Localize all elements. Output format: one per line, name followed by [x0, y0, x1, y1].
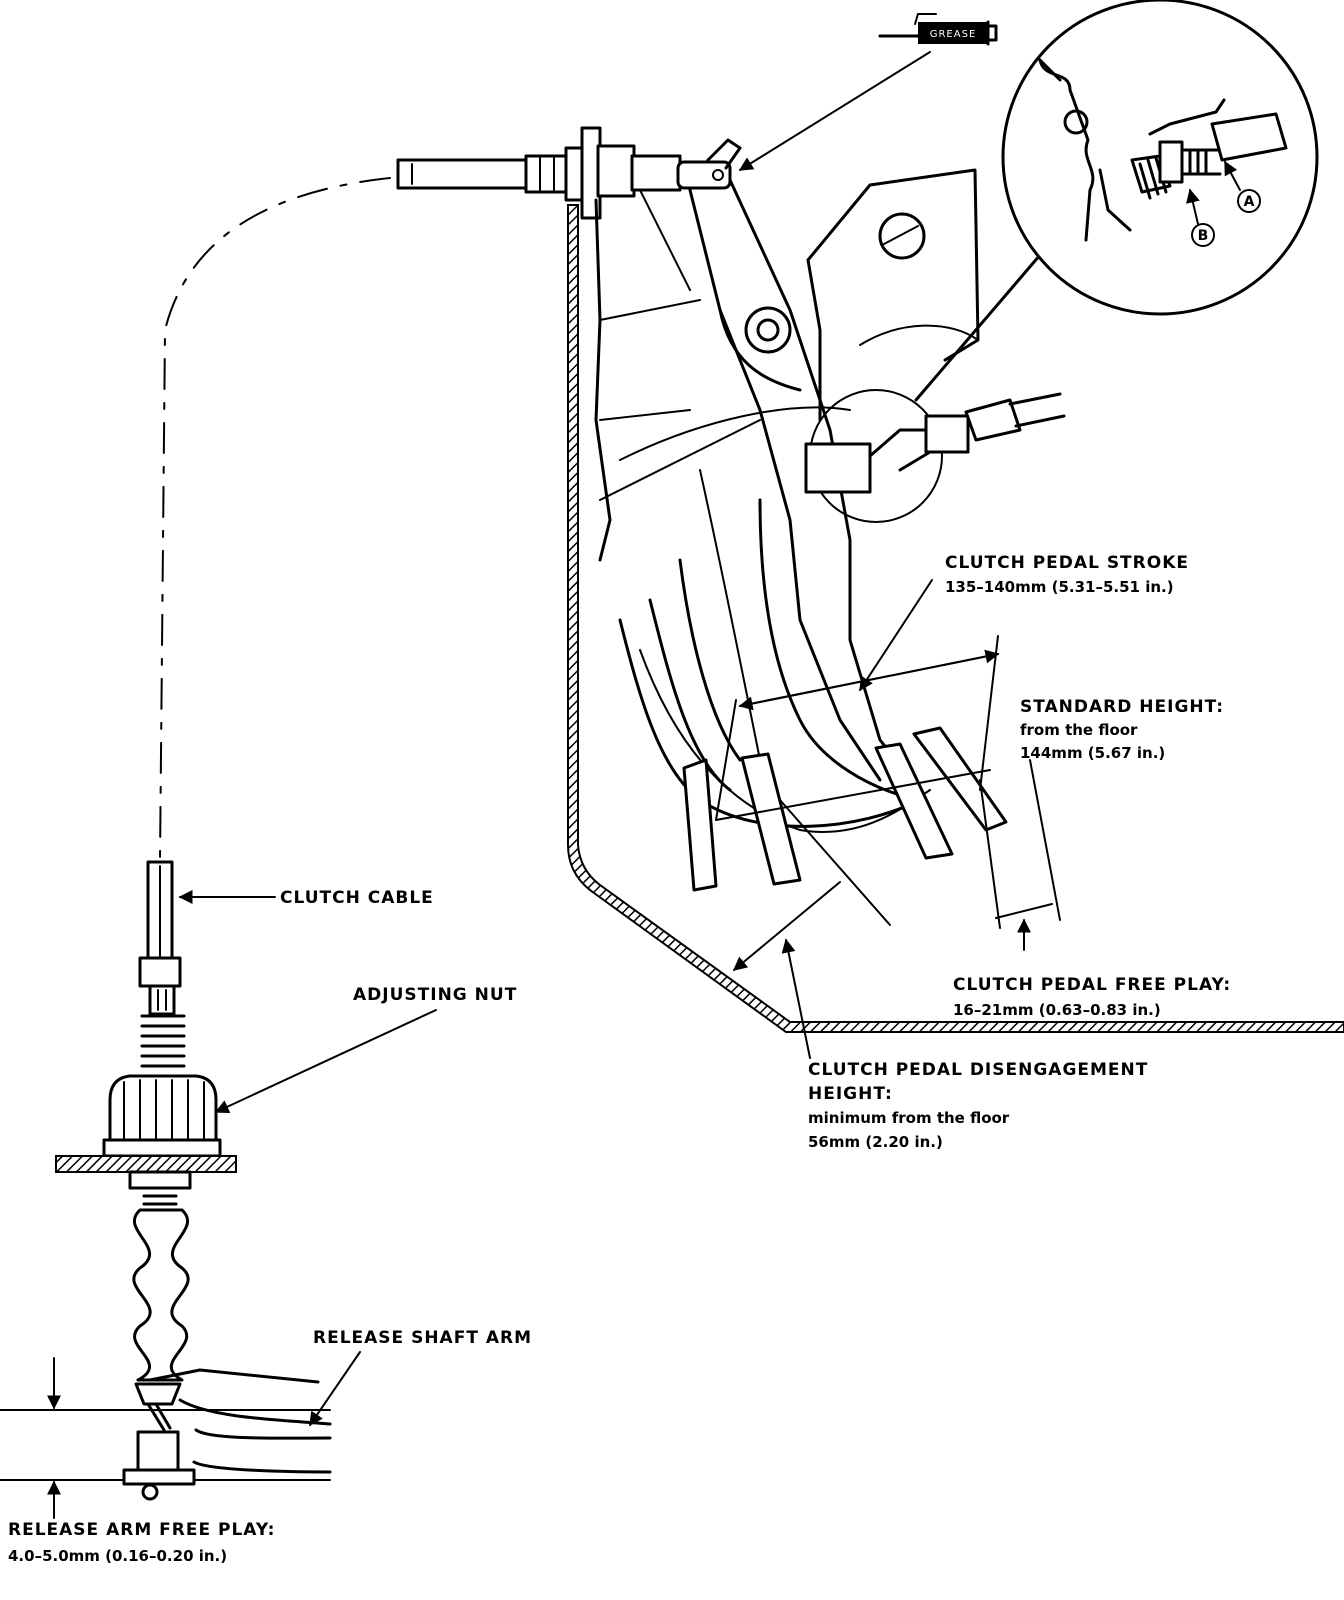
- callout-a: A: [1244, 194, 1255, 210]
- cable-firewall-end: [396, 126, 742, 220]
- grease-label: GREASE: [930, 29, 977, 40]
- pedal-free-play-title: CLUTCH PEDAL FREE PLAY:: [953, 975, 1231, 995]
- standard-height-value: 144mm (5.67 in.): [1020, 744, 1165, 762]
- release-shaft-arm-leader: [309, 1351, 361, 1427]
- disengagement-title-2: HEIGHT:: [808, 1084, 893, 1104]
- adjusting-nut-leader: [214, 1009, 437, 1114]
- adjusting-nut-label: ADJUSTING NUT: [353, 985, 517, 1005]
- pedal-free-play-value: 16–21mm (0.63–0.83 in.): [953, 1001, 1161, 1019]
- grease-tube: GREASE: [878, 13, 998, 46]
- switch-detail-inset: A B: [1001, 0, 1319, 316]
- callout-b: B: [1198, 228, 1209, 244]
- pedal-stroke-value: 135–140mm (5.31–5.51 in.): [945, 578, 1174, 596]
- release-arm-free-play-value: 4.0–5.0mm (0.16–0.20 in.): [8, 1547, 227, 1565]
- pedal-pads: [682, 726, 1008, 926]
- pedal-dimensions: [715, 579, 1061, 1059]
- disengagement-title-1: CLUTCH PEDAL DISENGAGEMENT: [808, 1060, 1148, 1080]
- callout-b-ring: [1191, 223, 1215, 247]
- pedal-stroke-title: CLUTCH PEDAL STROKE: [945, 553, 1189, 573]
- clutch-switch: [804, 253, 1066, 523]
- release-arm-free-play-title: RELEASE ARM FREE PLAY:: [8, 1520, 275, 1540]
- standard-height-line1: from the floor: [1020, 721, 1138, 739]
- cable-adjuster-assembly: [55, 860, 237, 1382]
- release-shaft-arm: [0, 1368, 332, 1501]
- release-shaft-arm-label: RELEASE SHAFT ARM: [313, 1328, 532, 1348]
- firewall-floor: [567, 204, 1344, 1033]
- cable-route: [159, 177, 391, 861]
- callout-a-ring: [1237, 189, 1261, 213]
- disengagement-value: 56mm (2.20 in.): [808, 1133, 943, 1151]
- clutch-pedal-arm: [618, 178, 931, 833]
- standard-height-title: STANDARD HEIGHT:: [1020, 697, 1224, 717]
- pedal-bracket: [594, 168, 980, 562]
- clutch-cable-label: CLUTCH CABLE: [280, 888, 434, 908]
- disengagement-line1: minimum from the floor: [808, 1109, 1010, 1127]
- grease-leader: [738, 51, 931, 171]
